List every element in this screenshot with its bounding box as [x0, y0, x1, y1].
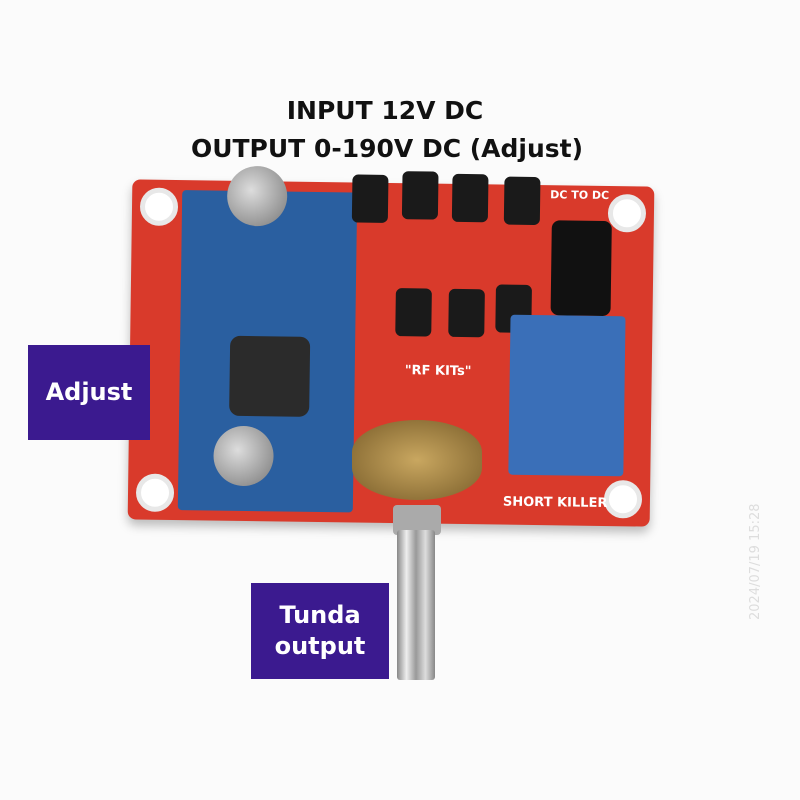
- timestamp-watermark: 2024/07/19 15:28: [748, 503, 763, 620]
- mount-hole: [603, 479, 643, 519]
- heading-input: INPUT 12V DC: [286, 96, 484, 125]
- capacitor: [401, 171, 439, 220]
- pcb-dc-to-dc: DC TO DC: [550, 188, 610, 203]
- tunda-output-label: Tunda output: [251, 583, 389, 679]
- capacitor: [503, 176, 541, 226]
- capacitor: [395, 288, 432, 337]
- mount-hole: [139, 187, 179, 227]
- capacitor: [351, 174, 389, 223]
- potentiometer-shaft[interactable]: [397, 530, 435, 680]
- relay: [508, 314, 626, 477]
- capacitor: [451, 173, 489, 223]
- adjust-label: Adjust: [28, 345, 150, 440]
- heading-output: OUTPUT 0-190V DC (Adjust): [190, 134, 584, 163]
- large-capacitor: [550, 220, 612, 317]
- capacitor: [448, 288, 485, 338]
- pcb-short-killer: SHORT KILLER: [502, 494, 608, 512]
- mount-hole: [135, 473, 175, 512]
- mount-hole: [607, 194, 647, 233]
- pcb-brand: "RF KITs": [404, 363, 472, 380]
- inductor: [229, 335, 311, 417]
- potentiometer[interactable]: [352, 420, 482, 500]
